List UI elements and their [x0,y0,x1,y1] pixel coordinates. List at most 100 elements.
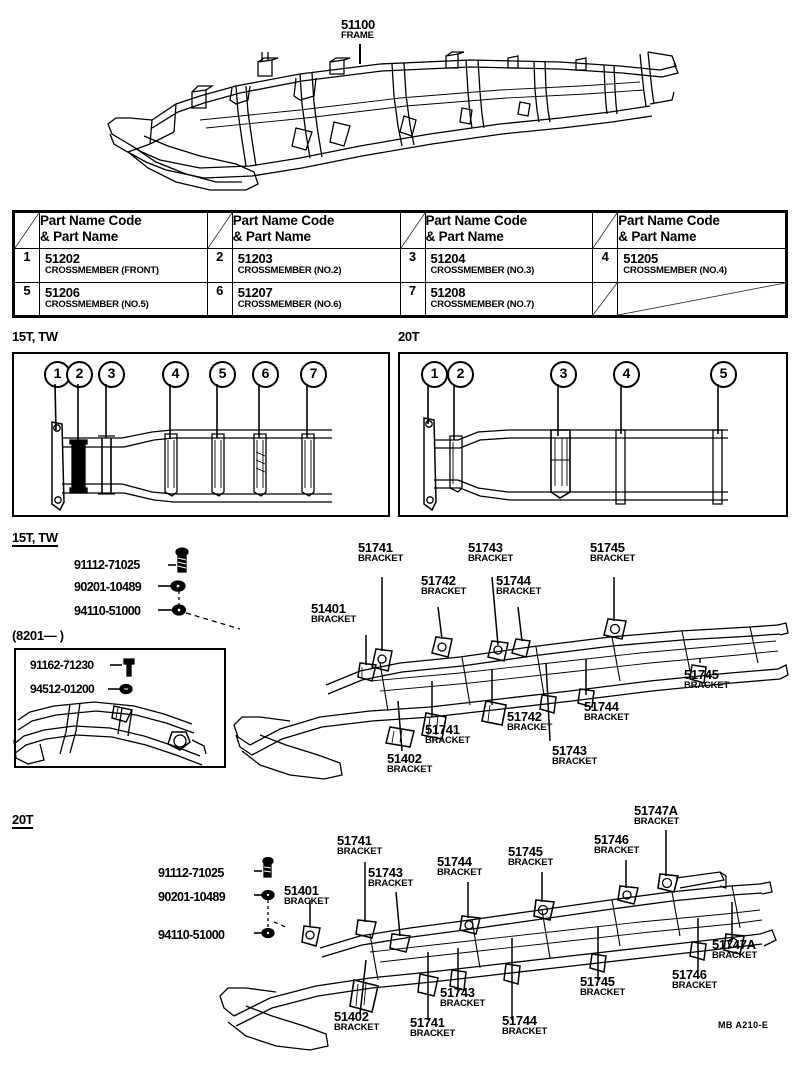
main-part-label: 51100 FRAME [341,18,375,41]
part-cell: 51202 CROSSMEMBER (FRONT) [39,248,208,283]
header-line-2: & Part Name [40,228,119,244]
header-line-1: Part Name Code [618,213,720,228]
bracket-name: BRACKET [334,1022,380,1033]
bracket-code: 51743 [552,743,587,758]
part-code: 51207 [237,284,273,300]
bracket-name: BRACKET [502,1026,548,1037]
bracket-label-51743: 51743 BRACKET [368,866,413,889]
table-row: 1 51202 CROSSMEMBER (FRONT) 2 51203 CROS… [14,248,786,283]
bracket-name: BRACKET [284,896,330,907]
bracket-code: 51744 [437,854,472,869]
index-callout-1[interactable]: 1 [421,361,448,388]
part-name: CROSSMEMBER (NO.7) [430,298,535,310]
bracket-name: BRACKET [590,553,636,564]
column-header-1: Part Name Code & Part Name [39,211,208,250]
row-index: 3 [399,248,426,283]
index-callout-4[interactable]: 4 [162,361,189,388]
index-callout-3[interactable]: 3 [98,361,125,388]
bracket-code: 51745 [580,974,615,989]
inset-fastener-94512-01200: 94512-01200 [30,682,95,696]
index-callout-1[interactable]: 1 [44,361,71,388]
bracket-label-51747A: 51747A BRACKET [634,804,679,827]
bracket-name: BRACKET [311,614,357,625]
frame-illustration [107,44,679,191]
parts-table: Part Name Code & Part Name Part Name Cod… [12,210,788,318]
fastener-icons-20t [254,856,289,939]
main-part-name: FRAME [341,30,374,41]
part-code: 51202 [45,251,80,267]
bracket-code: 51741 [337,833,372,848]
bracket-name: BRACKET [368,878,414,889]
part-name: CROSSMEMBER (NO.3) [430,265,535,277]
bracket-label-51402: 51402 BRACKET [387,752,432,775]
bracket-code: 51746 [672,967,707,982]
header-line-2: & Part Name [425,228,504,244]
part-cell: 51208 CROSSMEMBER (NO.7) [424,281,594,317]
bracket-name: BRACKET [468,553,514,564]
bracket-code: 51744 [496,573,531,588]
bracket-label-51741: 51741 BRACKET [410,1016,455,1039]
bracket-label-51744: 51744 BRACKET [496,574,541,597]
index-callout-3[interactable]: 3 [550,361,577,388]
index-callout-6[interactable]: 6 [252,361,279,388]
inset-diagram [13,658,207,766]
index-diagram-right [423,384,728,512]
index-callout-5[interactable]: 5 [710,361,737,388]
header-corner-1 [14,211,40,250]
row-index: 6 [206,281,233,317]
fastener-code-94110-51000: 94110-51000 [158,928,225,942]
bracket-name: BRACKET [421,586,467,597]
inset-panel [14,648,226,768]
column-header-4: Part Name Code & Part Name [617,211,786,250]
table-header-row: Part Name Code & Part Name Part Name Cod… [14,211,786,250]
index-callout-4[interactable]: 4 [613,361,640,388]
header-line-2: & Part Name [618,228,697,244]
index-callout-2[interactable]: 2 [66,361,93,388]
bracket-code: 51744 [502,1013,537,1028]
fastener-code-91112-71025: 91112-71025 [74,558,140,572]
row-index: 4 [592,248,619,283]
bracket-name: BRACKET [337,846,383,857]
column-header-3: Part Name Code & Part Name [424,211,594,250]
row-index: 1 [14,248,40,283]
part-cell: 51204 CROSSMEMBER (NO.3) [424,248,594,283]
bracket-name: BRACKET [425,735,471,746]
row-index: 7 [399,281,426,317]
part-name: CROSSMEMBER (NO.6) [237,298,342,310]
part-code: 51204 [430,251,466,267]
bracket-label-51741: 51741 BRACKET [358,541,403,564]
empty-part-cell [617,281,786,317]
bracket-name: BRACKET [584,712,630,723]
part-cell: 51206 CROSSMEMBER (NO.5) [39,281,208,317]
header-line-1: Part Name Code [425,213,528,228]
empty-index-cell [592,281,619,317]
fastener-icons-15t [158,547,241,630]
index-diagram-left [51,383,332,512]
bracket-code: 51743 [368,865,403,880]
part-code: 51203 [237,251,273,267]
bracket-code: 51745 [590,540,625,555]
index-panel-right-title: 20T [398,329,420,344]
index-panel-left [12,352,390,517]
bracket-label-51743: 51743 BRACKET [440,986,485,1009]
bracket-name: BRACKET [672,980,718,991]
bracket-label-51401: 51401 BRACKET [284,884,329,907]
bracket-label-51745: 51745 BRACKET [580,975,625,998]
index-callout-2[interactable]: 2 [447,361,474,388]
main-part-code: 51100 [341,17,375,32]
row-index: 2 [206,248,233,283]
bracket-code: 51401 [284,883,319,898]
bracket-name: BRACKET [410,1028,456,1039]
part-name: CROSSMEMBER (NO.5) [45,298,149,310]
bracket-label-51747A: 51747A BRACKET [712,938,757,961]
bracket-label-51741: 51741 BRACKET [337,834,382,857]
index-callout-5[interactable]: 5 [209,361,236,388]
fastener-code-94110-51000: 94110-51000 [74,604,141,618]
index-callout-7[interactable]: 7 [300,361,327,388]
index-panel-left-title: 15T, TW [12,329,58,344]
part-code: 51206 [45,284,80,300]
bracket-name: BRACKET [440,998,486,1009]
bracket-code: 51401 [311,601,346,616]
bracket-code: 51742 [421,573,456,588]
frame-diagram-15t [233,576,789,780]
